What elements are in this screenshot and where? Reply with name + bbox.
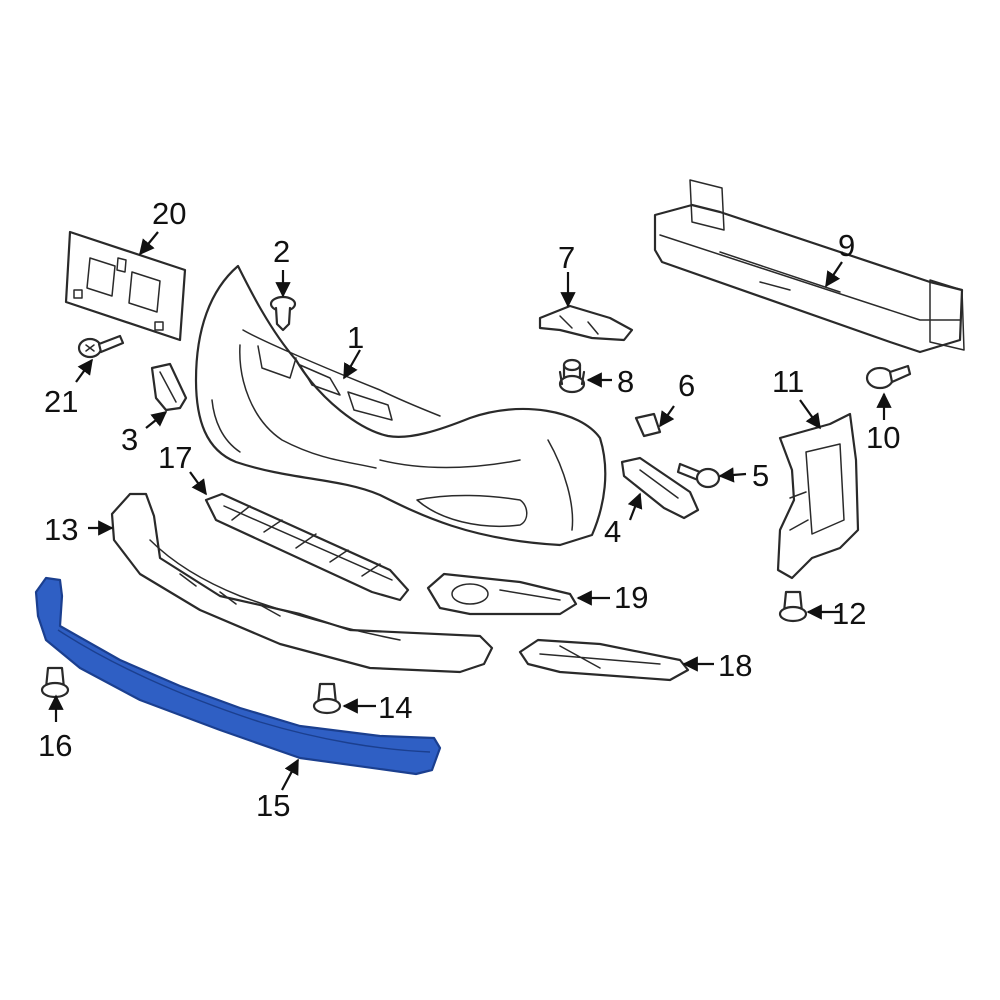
part-14-clip[interactable] [312, 682, 342, 715]
part-1-bumper-cover[interactable] [194, 264, 607, 547]
part-19-bezel[interactable] [426, 572, 578, 616]
part-7-bracket[interactable] [538, 304, 634, 342]
part-4-side-bracket[interactable] [620, 456, 700, 520]
callout-19: 19 [614, 580, 648, 615]
callout-15: 15 [256, 788, 290, 823]
callout-13: 13 [44, 512, 78, 547]
part-16-clip[interactable] [40, 666, 70, 699]
part-8-nut[interactable] [558, 358, 586, 394]
callout-labels: 1 2 3 4 5 6 7 8 9 10 11 12 13 14 15 16 1… [38, 196, 900, 823]
callout-10: 10 [866, 420, 900, 455]
callout-6: 6 [678, 368, 695, 403]
callout-21: 21 [44, 384, 78, 419]
part-17-grille[interactable] [204, 492, 410, 602]
callout-9: 9 [838, 228, 855, 263]
part-20-license-bracket[interactable] [64, 230, 187, 342]
part-6-clip[interactable] [634, 412, 662, 438]
callout-18: 18 [718, 648, 752, 683]
callout-14: 14 [378, 690, 412, 725]
part-13-lower-bumper[interactable] [110, 492, 494, 674]
part-2-clip[interactable] [269, 295, 297, 332]
part-21-screw[interactable] [77, 334, 125, 359]
callout-8: 8 [617, 364, 634, 399]
part-3-bracket[interactable] [150, 362, 188, 412]
callout-leaders [48, 231, 892, 791]
callout-1: 1 [347, 320, 364, 355]
part-18-lower-bezel[interactable] [518, 638, 690, 682]
part-12-clip[interactable] [778, 590, 808, 623]
callout-4: 4 [604, 514, 621, 549]
part-10-bolt[interactable] [865, 364, 912, 390]
part-5-screw[interactable] [676, 462, 721, 489]
part-15-spoiler[interactable] [34, 576, 442, 776]
callout-3: 3 [121, 422, 138, 457]
callout-5: 5 [752, 458, 769, 493]
callout-2: 2 [273, 234, 290, 269]
callout-12: 12 [832, 596, 866, 631]
part-11-splash-shield[interactable] [776, 412, 860, 580]
part-9-reinforcement-beam[interactable] [653, 179, 965, 354]
callout-7: 7 [558, 240, 575, 275]
callout-11: 11 [772, 364, 804, 399]
callout-20: 20 [152, 196, 186, 231]
callout-17: 17 [158, 440, 192, 475]
callout-16: 16 [38, 728, 72, 763]
